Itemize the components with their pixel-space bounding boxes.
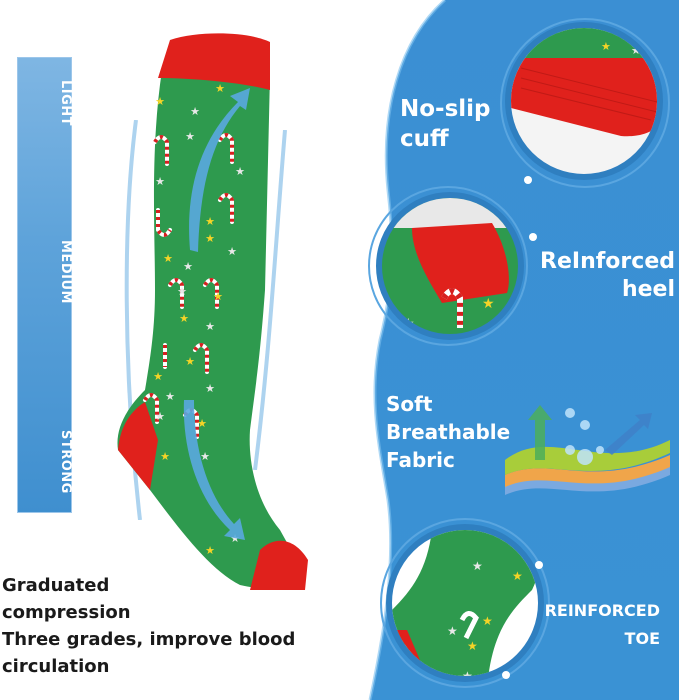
svg-text:★: ★	[482, 614, 493, 628]
svg-text:★: ★	[190, 105, 200, 118]
feature-reinforced-toe: REINFORCED TOE	[505, 597, 660, 653]
cuff-detail-image: ★ ★	[505, 22, 663, 180]
compression-sock-image: ★ ★ ★ ★ ★ ★ ★ ★ ★ ★ ★ ★ ★ ★ ★ ★ ★ ★ ★ ★ ★ ★ ★ ★ ★	[117, 33, 308, 590]
curved-arrow-up-icon	[189, 88, 250, 252]
svg-text:★: ★	[177, 285, 187, 298]
svg-text:★: ★	[230, 532, 240, 545]
heel-dot-decoration	[529, 233, 537, 241]
svg-text:★: ★	[200, 450, 210, 463]
caption-line-4: circulation	[2, 656, 110, 677]
feature-toe-line-2: TOE	[624, 629, 660, 648]
svg-text:★: ★	[197, 417, 207, 430]
scale-label-light: LIGHT	[58, 80, 73, 127]
feature-heel-line-1: ReInforced	[540, 249, 675, 274]
svg-text:★: ★	[205, 382, 215, 395]
svg-text:★: ★	[467, 639, 478, 653]
svg-text:★: ★	[185, 130, 195, 143]
svg-text:★: ★	[205, 215, 215, 228]
svg-text:★: ★	[462, 669, 473, 682]
svg-text:★: ★	[512, 569, 523, 583]
svg-text:★: ★	[482, 296, 495, 312]
feature-toe-line-1: REINFORCED	[544, 601, 660, 620]
feature-fabric-line-1: Soft	[386, 392, 433, 416]
breathable-fabric-layers-icon	[505, 405, 670, 495]
svg-text:★: ★	[213, 290, 223, 303]
feature-fabric-line-2: Breathable	[386, 420, 511, 444]
svg-text:★: ★	[163, 252, 173, 265]
feature-cuff-line-1: No-slip	[400, 96, 491, 122]
compression-caption: Graduated compression Three grades, impr…	[2, 572, 342, 680]
svg-text:★: ★	[160, 450, 170, 463]
svg-text:★: ★	[179, 312, 189, 325]
svg-text:★: ★	[472, 559, 483, 573]
caption-line-2: compression	[2, 602, 131, 623]
svg-text:★: ★	[155, 410, 165, 423]
feature-fabric-line-3: Fabric	[386, 448, 455, 472]
feature-breathable-fabric: Soft Breathable Fabric	[386, 390, 510, 474]
curved-arrow-down-icon	[183, 400, 245, 540]
svg-text:★: ★	[155, 175, 165, 188]
caption-line-1: Graduated	[2, 575, 110, 596]
compression-scale-bar: LIGHT MEDIUM STRONG	[17, 57, 73, 513]
svg-text:★: ★	[205, 320, 215, 333]
svg-text:★: ★	[631, 44, 641, 57]
svg-text:★: ★	[183, 260, 193, 273]
svg-text:★: ★	[215, 82, 225, 95]
svg-text:★: ★	[235, 165, 245, 178]
motion-streak-right-icon	[253, 130, 287, 470]
toe-ring-decoration	[380, 518, 550, 688]
scale-label-strong: STRONG	[58, 430, 73, 494]
feature-heel-line-2: heel	[621, 277, 675, 302]
feature-cuff-line-2: cuff	[400, 126, 449, 152]
svg-text:★: ★	[447, 624, 458, 638]
toe-dot-decoration-top	[535, 561, 543, 569]
cuff-ring-decoration	[500, 18, 670, 188]
svg-text:★: ★	[155, 95, 165, 108]
caption-line-3: Three grades, improve blood	[2, 629, 296, 650]
svg-text:★: ★	[185, 355, 195, 368]
toe-dot-decoration-bottom	[502, 671, 510, 679]
cuff-dot-decoration	[524, 176, 532, 184]
toe-detail-image: ★ ★ ★ ★ ★ ★	[386, 524, 544, 682]
svg-text:★: ★	[601, 40, 611, 53]
feature-reinforced-heel: ReInforced heel	[495, 248, 675, 304]
svg-text:★: ★	[205, 232, 215, 245]
svg-text:★: ★	[153, 370, 163, 383]
svg-text:★: ★	[165, 390, 175, 403]
svg-text:★: ★	[227, 245, 237, 258]
heel-ring-decoration	[368, 186, 528, 346]
svg-text:★: ★	[205, 544, 215, 557]
feature-no-slip-cuff: No-slip cuff	[400, 94, 491, 154]
scale-label-medium: MEDIUM	[58, 240, 73, 304]
